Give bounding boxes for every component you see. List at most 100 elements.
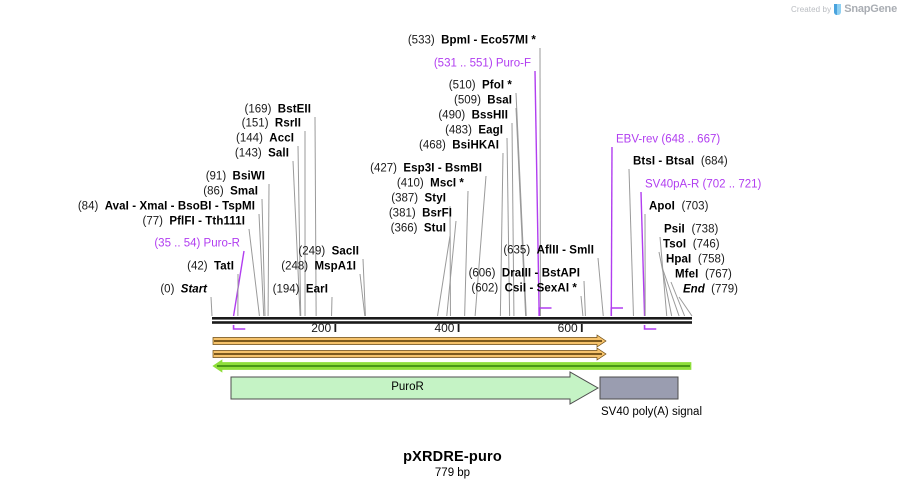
leader-line-bsshii: [511, 122, 515, 317]
leader-line-eagi: [506, 137, 511, 317]
annotation-csii[interactable]: (602) CsiI - SexAI *: [471, 283, 577, 296]
leader-line-pfoi: [515, 92, 527, 317]
snapgene-credit: Created by SnapGene: [791, 3, 897, 15]
annotation-puro-r[interactable]: (35 .. 54) Puro-R: [154, 238, 240, 251]
enzyme-position-esp3i: (427): [370, 162, 404, 175]
enzyme-position-pfoi: (510): [448, 79, 482, 92]
annotation-msci[interactable]: (410) MscI *: [397, 178, 464, 191]
annotation-hpai[interactable]: HpaI (758): [666, 254, 725, 267]
enzyme-position-mspa1i: (248): [281, 260, 315, 273]
terminus-position-end: (779): [711, 283, 738, 296]
enzyme-name-eagi: EagI: [478, 124, 503, 137]
primer-bracket-puro-r: [232, 325, 246, 330]
enzyme-name-csii: CsiI - SexAI *: [504, 282, 577, 295]
enzyme-position-bsrfi: (381): [388, 207, 423, 220]
enzyme-name-draiii: DraIII - BstAPI: [501, 267, 580, 280]
leader-line-sv40pa-r: [640, 191, 646, 317]
annotation-end[interactable]: End (779): [683, 284, 738, 297]
feature-gene-puror: [230, 371, 600, 405]
annotation-rsrii[interactable]: (151) RsrII: [242, 118, 301, 131]
annotation-stui[interactable]: (366) StuI: [391, 223, 446, 236]
enzyme-position-draiii: (606): [468, 267, 502, 280]
annotation-styi[interactable]: (387) StyI: [391, 193, 446, 206]
enzyme-name-psii: PsiI: [664, 223, 692, 236]
annotation-pfoi[interactable]: (510) PfoI *: [449, 80, 512, 93]
leader-line-aflii: [597, 257, 604, 317]
annotation-eari[interactable]: (194) EarI: [273, 284, 328, 297]
leader-line-stui: [437, 235, 451, 317]
enzyme-name-bsai: BsaI: [487, 94, 512, 107]
leader-line-mfei: [670, 281, 686, 317]
primer-label-sv40pa-r: SV40pA-R (702 .. 721): [645, 178, 762, 191]
enzyme-name-esp3i: Esp3I - BsmBI: [403, 162, 482, 175]
annotation-ebv-rev[interactable]: EBV-rev (648 .. 667): [616, 134, 720, 147]
enzyme-name-bstell: BstEII: [277, 103, 311, 116]
annotation-apoi[interactable]: ApoI (703): [649, 201, 708, 214]
enzyme-name-bsshii: BssHII: [471, 109, 508, 122]
enzyme-position-sali: (143): [234, 147, 269, 160]
enzyme-name-bsrfi: BsrFI: [422, 207, 452, 220]
annotation-psii[interactable]: PsiI (738): [664, 224, 718, 237]
enzyme-position-eagi: (483): [445, 124, 479, 137]
annotation-aflii[interactable]: (635) AflII - SmlI: [503, 245, 594, 258]
ruler-tick: [580, 324, 583, 332]
enzyme-position-pflfi: (77): [142, 215, 170, 228]
annotation-sali[interactable]: (143) SalI: [235, 148, 289, 161]
annotation-mspa1i[interactable]: (248) MspA1I: [281, 261, 356, 274]
enzyme-name-btsi: BtsI - BtsaI: [633, 155, 701, 168]
leader-line-acci: [297, 145, 302, 317]
backbone-line-bottom: [212, 321, 692, 324]
terminus-name-start: Start: [180, 283, 207, 296]
annotation-bsai[interactable]: (509) BsaI: [454, 95, 512, 108]
enzyme-position-bsai: (509): [454, 94, 488, 107]
annotation-smai[interactable]: (86) SmaI: [203, 186, 258, 199]
leader-line-puro-f: [534, 70, 540, 317]
annotation-mfei[interactable]: MfeI (767): [675, 269, 732, 282]
annotation-btsi[interactable]: BtsI - BtsaI (684): [633, 156, 728, 169]
enzyme-position-avai: (84): [77, 200, 105, 213]
leader-line-bstell: [314, 116, 317, 317]
snapgene-brand: SnapGene: [844, 3, 897, 15]
enzyme-position-eari: (194): [272, 283, 306, 296]
primer-bracket-puro-f: [538, 307, 552, 316]
annotation-acci[interactable]: (144) AccI: [236, 133, 294, 146]
ruler-tick-label: 200: [311, 321, 331, 335]
annotation-avai[interactable]: (84) AvaI - XmaI - BsoBI - TspMI: [78, 201, 255, 214]
annotation-tati[interactable]: (42) TatI: [187, 261, 234, 274]
enzyme-position-rsrii: (151): [241, 117, 275, 130]
annotation-draiii[interactable]: (606) DraIII - BstAPI: [469, 268, 580, 281]
leader-line-btsi: [628, 168, 634, 317]
annotation-esp3i[interactable]: (427) Esp3I - BsmBI: [370, 163, 482, 176]
leader-line-mspa1i: [359, 273, 366, 317]
leader-line-smai: [261, 198, 266, 317]
annotation-start[interactable]: (0) Start: [160, 284, 207, 297]
leader-line-csii: [580, 295, 584, 317]
annotation-bsiwi[interactable]: (91) BsiWI: [206, 171, 265, 184]
enzyme-position-bsihkai: (468): [419, 139, 453, 152]
terminus-name-end: End: [683, 283, 712, 296]
annotation-puro-f[interactable]: (531 .. 551) Puro-F: [434, 58, 531, 71]
feature-label-puror: PuroR: [391, 381, 424, 393]
leader-line-end: [678, 296, 693, 317]
enzyme-position-styi: (387): [391, 192, 425, 205]
enzyme-name-aflii: AflII - SmlI: [536, 244, 594, 257]
enzyme-position-sacii: (249): [298, 245, 332, 258]
enzyme-position-csii: (602): [471, 282, 505, 295]
annotation-sacii[interactable]: (249) SacII: [298, 246, 359, 259]
enzyme-name-styi: StyI: [424, 192, 446, 205]
enzyme-name-smai: SmaI: [230, 185, 258, 198]
enzyme-name-tati: TatI: [214, 260, 234, 273]
annotation-bsihkai[interactable]: (468) BsiHKAI: [419, 140, 499, 153]
annotation-eagi[interactable]: (483) EagI: [445, 125, 503, 138]
annotation-tsoi[interactable]: TsoI (746): [663, 239, 720, 252]
annotation-bsrfi[interactable]: (381) BsrFI: [389, 208, 452, 221]
annotation-bpmi[interactable]: (533) BpmI - Eco57MI *: [408, 35, 536, 48]
annotation-bsshii[interactable]: (490) BssHII: [438, 110, 508, 123]
leader-line-sali: [292, 160, 301, 317]
annotation-pflfi[interactable]: (77) PflFI - Tth111I: [143, 216, 245, 229]
enzyme-name-bsiwi: BsiWI: [232, 170, 265, 183]
annotation-sv40pa-r[interactable]: SV40pA-R (702 .. 721): [645, 179, 761, 192]
enzyme-name-hpai: HpaI: [666, 253, 698, 266]
annotation-bstell[interactable]: (169) BstEII: [245, 104, 311, 117]
